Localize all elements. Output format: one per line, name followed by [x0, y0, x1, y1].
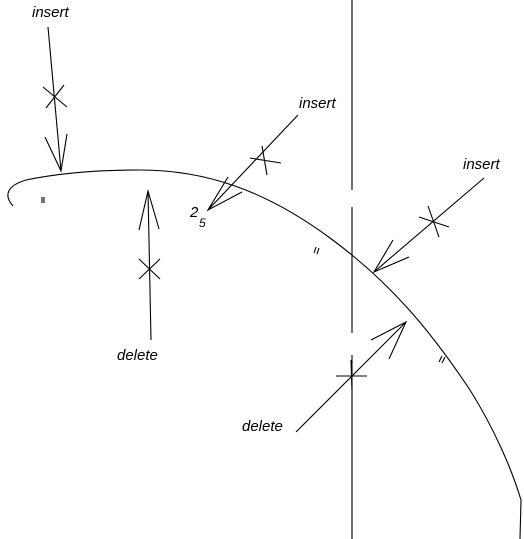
main-curve	[7, 169, 522, 539]
label-insert-right: insert	[463, 156, 501, 173]
annotation-number: 2	[189, 204, 199, 221]
tick-mark-2	[313, 246, 320, 255]
label-delete-bottom: delete	[242, 418, 283, 435]
insert-arrow-middle	[206, 114, 299, 212]
annotation-subscript: 5	[199, 216, 206, 230]
insert-arrow-top-left	[42, 26, 68, 173]
tick-mark-3	[438, 355, 446, 364]
label-insert-top-left: insert	[32, 4, 70, 21]
delete-arrow-bottom	[295, 320, 408, 433]
label-delete-left: delete	[117, 347, 158, 364]
insert-arrow-right	[372, 177, 485, 274]
delete-arrow-left	[138, 188, 161, 341]
label-insert-middle: insert	[299, 95, 337, 112]
tick-mark-1	[41, 197, 45, 203]
